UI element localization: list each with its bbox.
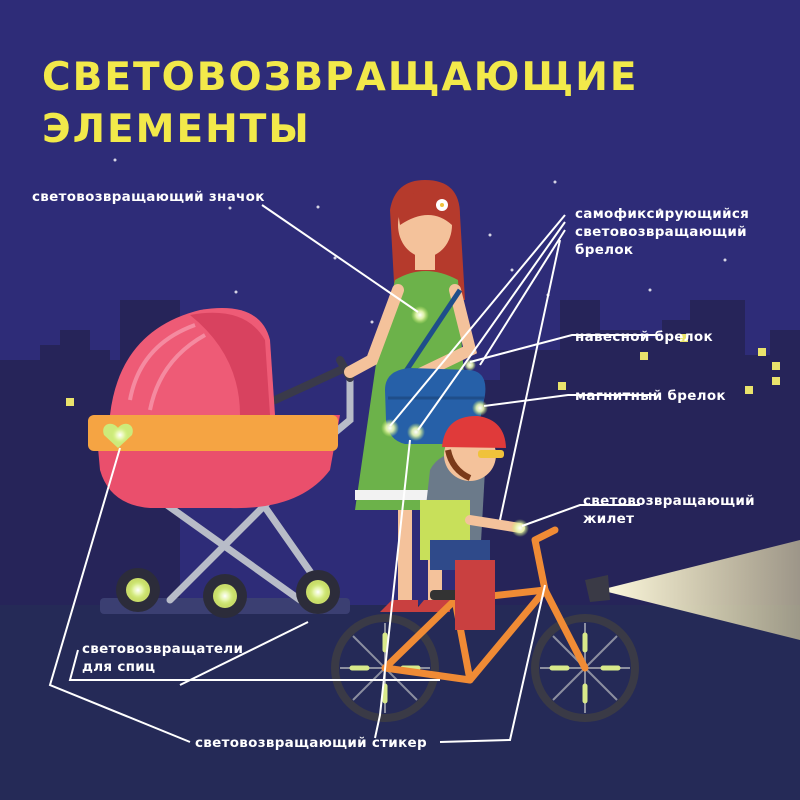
lit-windows (66, 334, 780, 406)
child (420, 415, 525, 630)
label-magnetic-keychain: магнитный брелок (575, 388, 726, 404)
title-line-2: ЭЛЕМЕНТЫ (42, 107, 311, 152)
label-vest: световозвращающий жилет (583, 492, 755, 528)
label-spoke-reflectors-line-2: для спиц (82, 659, 156, 675)
label-vest-line-2: жилет (583, 511, 635, 527)
label-badge: световозвращающий значок (32, 189, 265, 205)
headlight-beam (600, 540, 800, 640)
reflector-points (111, 306, 529, 606)
label-keychain-line-2: световозвращающий (575, 224, 747, 240)
label-keychain-line-3: брелок (575, 242, 634, 258)
label-spoke-reflectors: световозвращатели для спиц (82, 640, 243, 676)
label-spoke-reflectors-line-1: световозвращатели (82, 641, 244, 657)
label-keychain: самофиксирующийся световозвращающий брел… (575, 205, 749, 259)
label-vest-line-1: световозвращающий (583, 493, 755, 509)
label-hanging-keychain: навесной брелок (575, 329, 713, 345)
label-sticker: световозвращающий стикер (195, 735, 427, 751)
page-title: СВЕТОВОЗВРАЩАЮЩИЕ ЭЛЕМЕНТЫ (42, 52, 638, 156)
label-keychain-line-1: самофиксирующийся (575, 206, 750, 222)
leader-lines (48, 204, 660, 743)
title-line-1: СВЕТОВОЗВРАЩАЮЩИЕ (42, 55, 639, 100)
ground (0, 605, 800, 800)
